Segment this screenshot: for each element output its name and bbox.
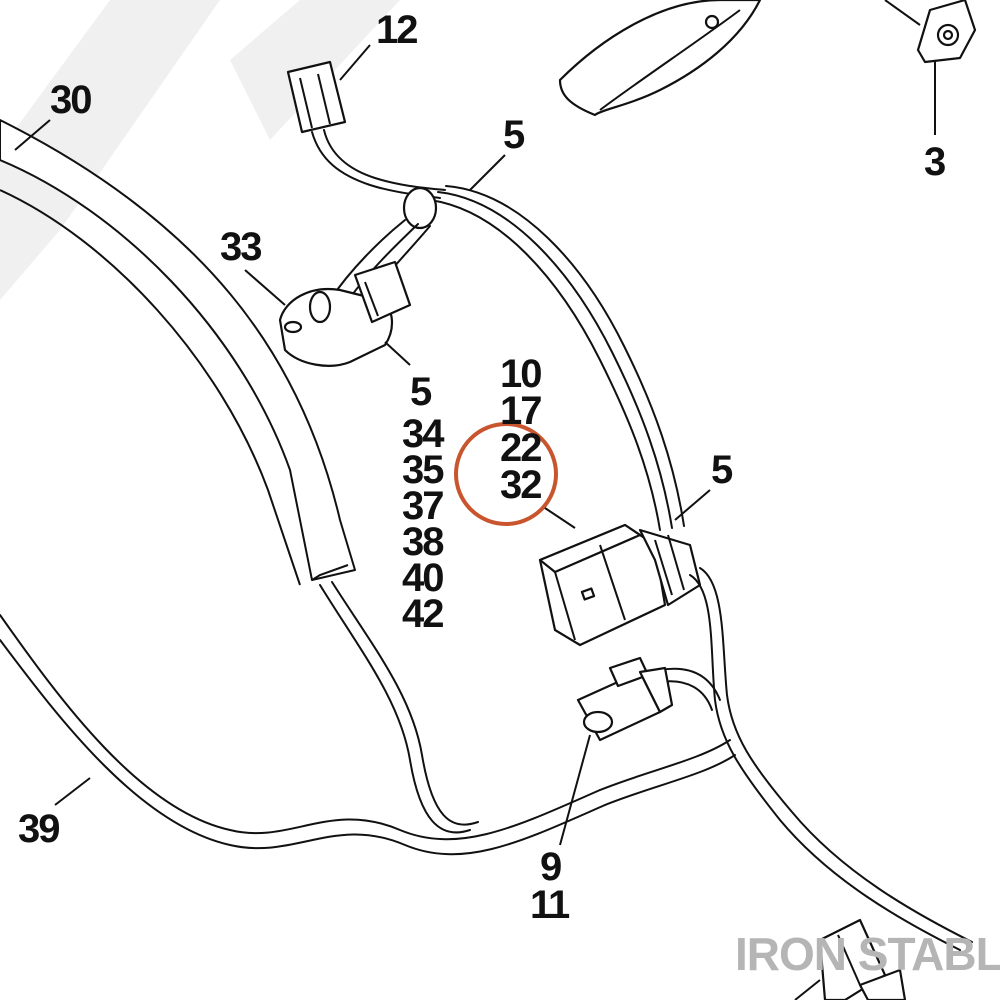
callout-35: 35 (402, 448, 444, 492)
part-9-11-connector (576, 656, 674, 742)
part-top-right-bracket (558, 0, 762, 117)
leader-lines (14, 0, 936, 1000)
callout-38: 38 (402, 520, 444, 564)
part-39-harness (0, 581, 736, 856)
callout-22: 22 (500, 426, 541, 470)
watermark-text: IRON STABLE (735, 928, 1000, 980)
callout-33: 33 (220, 225, 261, 269)
callout-30: 30 (50, 78, 91, 122)
callout-3: 3 (924, 140, 945, 184)
callout-42: 42 (402, 592, 443, 636)
callout-5-mid: 5 (410, 370, 432, 414)
callout-5-right: 5 (711, 448, 733, 492)
part-3-nut (916, 0, 977, 64)
callout-10: 10 (500, 352, 541, 396)
callout-11: 11 (530, 883, 570, 927)
callout-17: 17 (500, 389, 541, 433)
callout-40: 40 (402, 556, 443, 600)
callout-5-top: 5 (503, 113, 525, 157)
main-connector-block (538, 523, 702, 647)
callout-12: 12 (376, 8, 417, 52)
highlight-circle (454, 422, 558, 526)
part-30-fender-trim (0, 119, 356, 586)
callout-39: 39 (18, 807, 59, 851)
part-33-sensor-assembly (278, 260, 412, 367)
background-watermark-shapes (0, 0, 400, 300)
part-12-connector (286, 60, 446, 199)
bottom-right-connector (818, 918, 907, 1000)
callout-9: 9 (540, 845, 561, 889)
callout-37: 37 (402, 484, 443, 528)
callout-32: 32 (500, 463, 541, 507)
callout-34: 34 (402, 412, 445, 456)
part-5-lower-harness (659, 567, 973, 951)
